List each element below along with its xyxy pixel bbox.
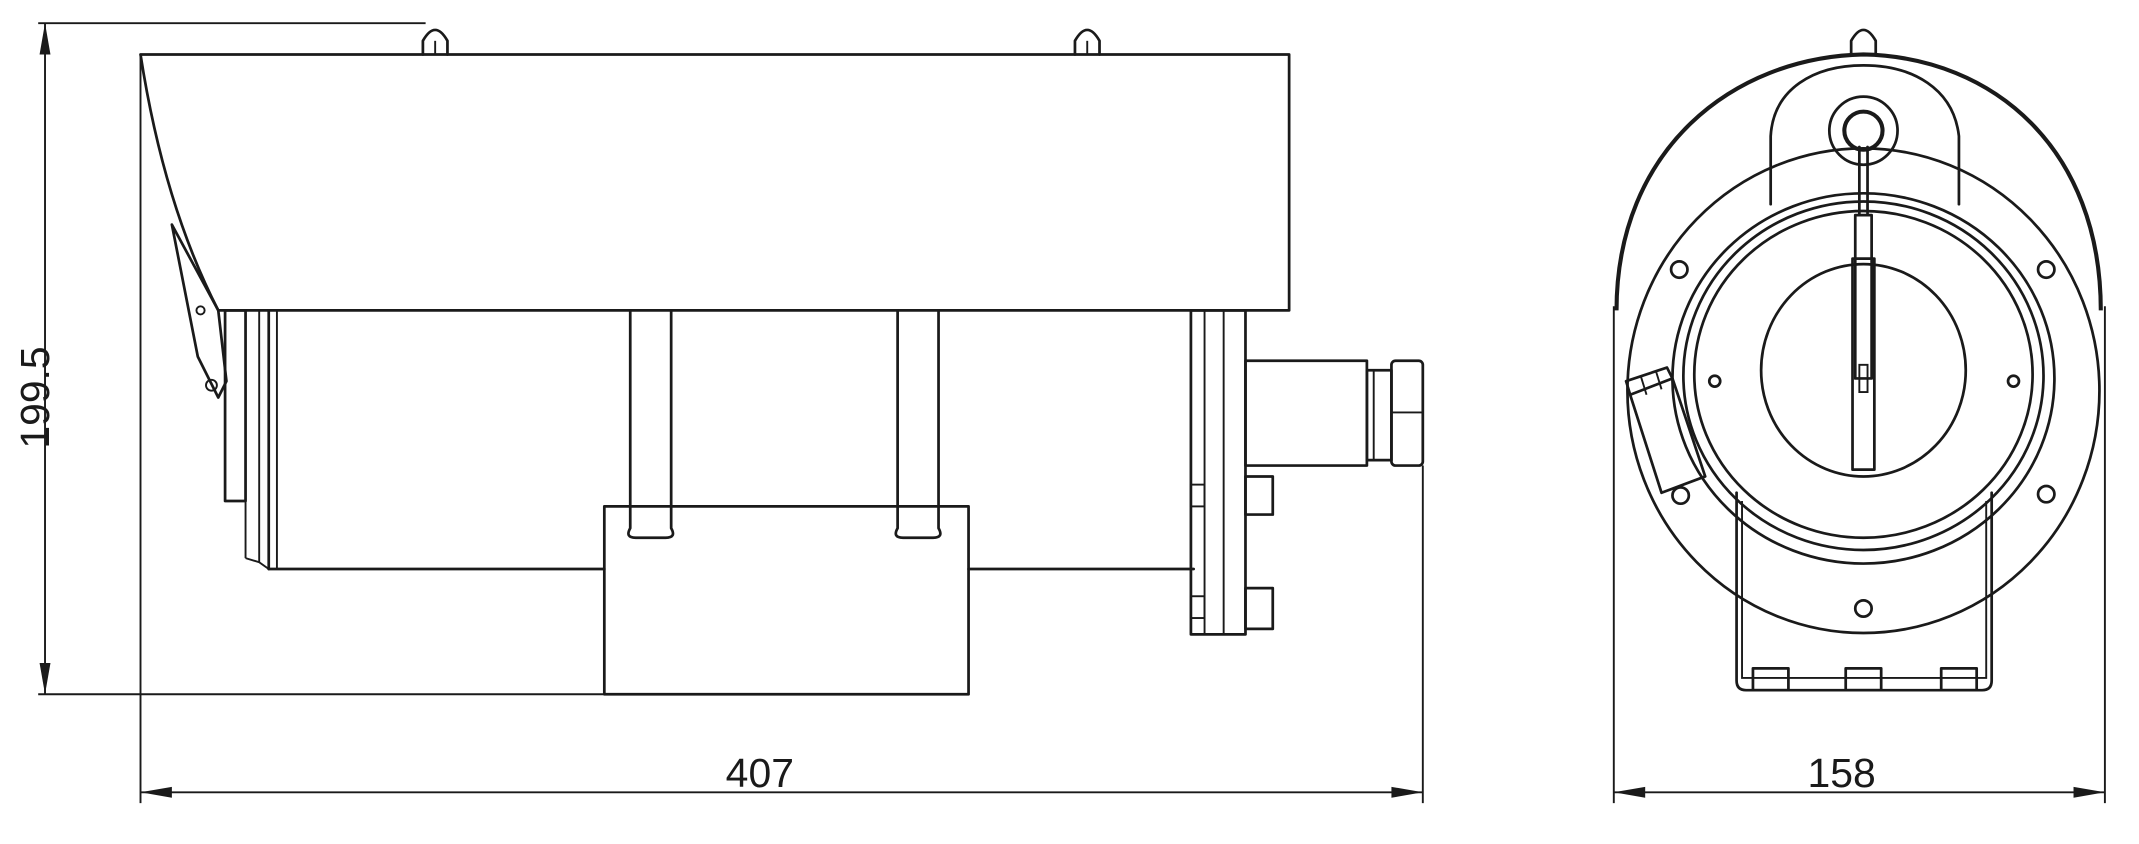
screw-cap-top (1849, 28, 1878, 56)
hole (2036, 484, 2056, 504)
flange-outer (1626, 147, 2101, 635)
screw-cap-2 (1073, 28, 1101, 56)
arrow-down (39, 662, 51, 695)
length-dimension: 407 (139, 54, 1424, 804)
bolt-1 (1244, 475, 1275, 516)
hole (1853, 598, 1873, 619)
height-dimension-label: 199.5 (12, 346, 58, 448)
arrow-left (140, 786, 172, 798)
hinge-screw-1 (195, 305, 206, 316)
support-post-1 (627, 309, 675, 540)
hole (1669, 260, 1689, 280)
lens-window (1759, 262, 1968, 478)
hole (1671, 485, 1691, 506)
nut-1 (1189, 483, 1206, 508)
side-view: 199.5 (12, 22, 1425, 804)
hole (2036, 260, 2056, 280)
hinge-screw-2 (205, 378, 218, 392)
width-dimension: 158 (1612, 306, 2106, 804)
hood-hinge-bracket (170, 223, 228, 399)
cable-gland (1244, 359, 1425, 467)
nut-2 (1189, 595, 1206, 619)
arrow-left (1613, 786, 1646, 798)
wiper-pivot (1842, 109, 1885, 152)
arrow-right (1391, 786, 1423, 798)
front-ring-middle (1682, 200, 2045, 552)
height-dimension: 199.5 (12, 22, 605, 696)
rear-flange (1189, 309, 1275, 636)
bracket-foot (1844, 667, 1883, 692)
wiper-arm (1851, 145, 1876, 472)
bracket-foot (1939, 667, 1979, 692)
bracket-foot (1751, 667, 1790, 692)
front-window (223, 309, 278, 571)
side-gland-box (1624, 366, 1707, 495)
screw-cap-1 (421, 28, 449, 56)
sunshield (139, 28, 1291, 312)
front-ring-inner (1692, 209, 2034, 540)
mount-block (602, 505, 970, 696)
arrow-up (39, 23, 51, 55)
arrow-right (2073, 786, 2105, 798)
support-post-2 (894, 309, 942, 540)
front-view: 158 (1612, 28, 2106, 804)
hole (1707, 374, 1722, 388)
bolt-2 (1244, 586, 1275, 631)
hole (2006, 374, 2021, 388)
wiper-pivot-ring (1827, 95, 1899, 167)
mounting-bracket (1735, 491, 1994, 692)
mounting-holes (1669, 260, 2056, 619)
top-dome (1769, 63, 1961, 206)
length-dimension-label: 407 (726, 750, 794, 796)
width-dimension-label: 158 (1807, 750, 1875, 796)
